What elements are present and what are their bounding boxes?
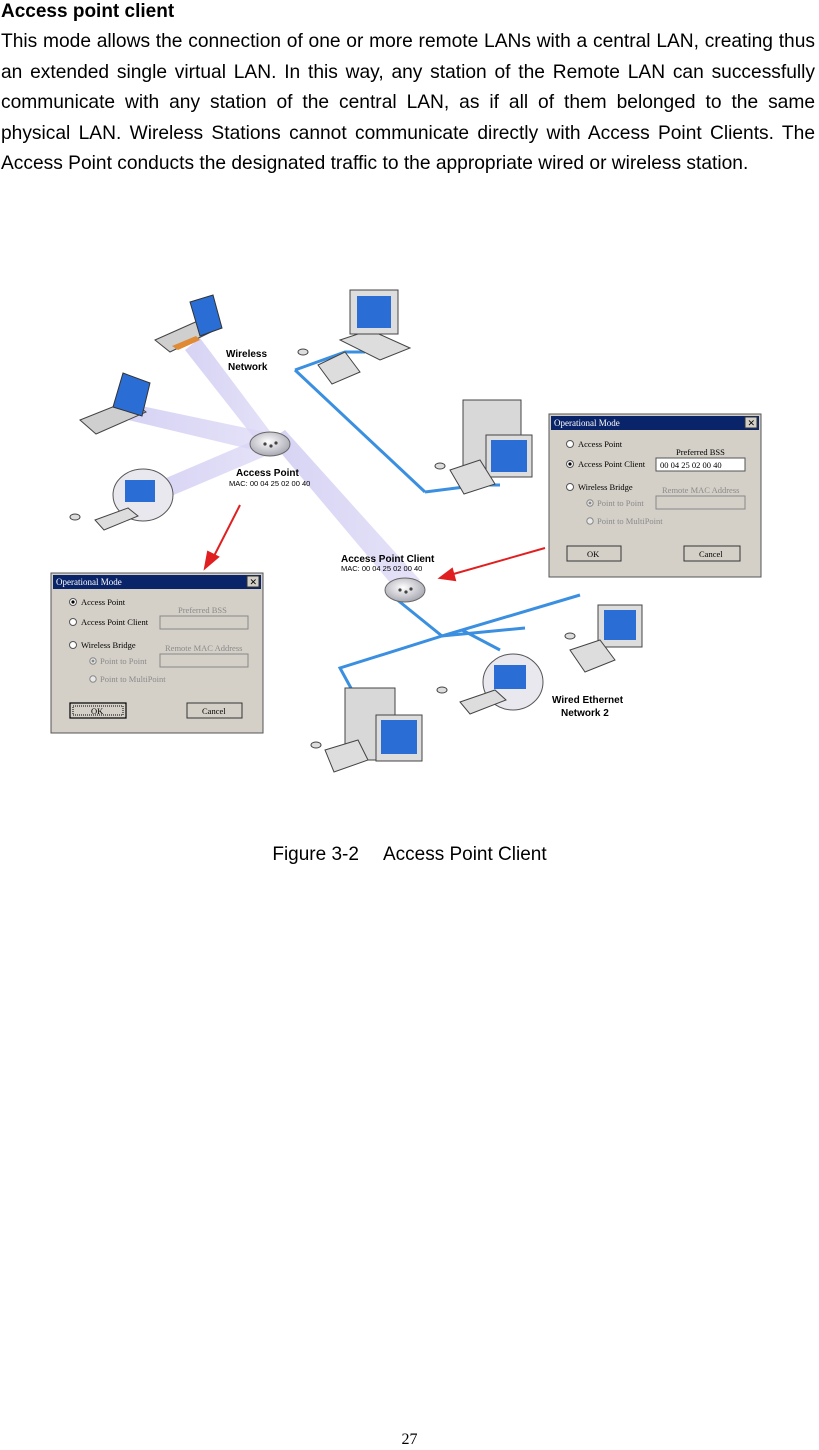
figure-title: Access Point Client [382, 844, 547, 865]
page-number: 27 [401, 1431, 418, 1448]
ok-button[interactable] [69, 702, 127, 719]
close-icon: ✕ [250, 577, 258, 587]
option-label: Point to MultiPoint [100, 674, 166, 684]
close-button[interactable] [744, 416, 758, 429]
access-point-client-label: Access Point Client [341, 554, 435, 565]
close-icon: ✕ [748, 418, 756, 428]
section-heading: Access point client [1, 1, 175, 22]
radio-access-point[interactable] [566, 440, 574, 448]
dialog-title: Operational Mode [554, 418, 620, 428]
remote-mac-label: Remote MAC Address [662, 485, 739, 495]
ok-label: OK [587, 549, 600, 559]
cancel-label: Cancel [699, 549, 723, 559]
option-label: Access Point [81, 597, 126, 607]
option-label: Point to Point [597, 498, 644, 508]
tower-computer-icon [434, 399, 533, 495]
cancel-label: Cancel [202, 706, 226, 716]
dialog-title: Operational Mode [56, 577, 122, 587]
preferred-bss-field[interactable] [159, 615, 249, 630]
operational-mode-dialog-left: Operational Mode ✕ Access Point Access P… [50, 572, 264, 734]
access-point-client-icon [384, 577, 426, 603]
preferred-bss-field[interactable] [655, 457, 746, 472]
option-label: Access Point Client [81, 617, 149, 627]
option-label: Point to MultiPoint [597, 516, 663, 526]
preferred-bss-label: Preferred BSS [178, 605, 227, 615]
desktop-computer-icon [564, 604, 643, 673]
radio-access-point-client[interactable] [69, 618, 77, 626]
option-label: Access Point [578, 439, 623, 449]
radio-wireless-bridge[interactable] [566, 483, 574, 491]
option-label: Wireless Bridge [578, 482, 633, 492]
figure-caption: Figure 3-2 Access Point Client [0, 843, 819, 867]
remote-mac-field[interactable] [159, 653, 249, 668]
preferred-bss-value: 00 04 25 02 00 40 [660, 460, 722, 470]
cancel-button[interactable] [186, 702, 243, 719]
laptop-icon [79, 372, 151, 435]
access-point-icon [249, 431, 291, 457]
option-label: Point to Point [100, 656, 147, 666]
preferred-bss-label: Preferred BSS [676, 447, 725, 457]
wireless-network-label: Wireless [226, 349, 267, 360]
imac-icon [436, 653, 544, 715]
ethernet-lines [293, 350, 581, 691]
wireless-network-label: Network [228, 362, 268, 373]
laptop-icon [154, 294, 223, 353]
radio-wireless-bridge[interactable] [69, 641, 77, 649]
red-arrows [203, 504, 546, 582]
ok-button[interactable] [566, 545, 622, 562]
imac-icon [69, 468, 174, 531]
figure-number: Figure 3-2 [272, 844, 359, 865]
remote-mac-field[interactable] [655, 495, 746, 510]
wired-ethernet-label: Wired Ethernet [552, 695, 624, 706]
access-point-label: Access Point [236, 468, 299, 479]
remote-mac-label: Remote MAC Address [165, 643, 242, 653]
desktop-computer-icon [297, 289, 412, 385]
option-label: Wireless Bridge [81, 640, 136, 650]
wired-ethernet-label: Network 2 [561, 708, 609, 719]
body-paragraph: This mode allows the connection of one o… [1, 31, 815, 174]
access-point-mac-label: MAC: 00 04 25 02 00 40 [229, 479, 310, 488]
radio-point-to-multipoint[interactable] [586, 517, 594, 525]
tower-computer-icon [310, 687, 423, 773]
access-point-client-mac-label: MAC: 00 04 25 02 00 40 [341, 564, 422, 573]
close-button[interactable] [246, 575, 260, 588]
radio-point-to-multipoint[interactable] [89, 675, 97, 683]
ok-label: OK [91, 706, 104, 716]
option-label: Access Point Client [578, 459, 646, 469]
cancel-button[interactable] [683, 545, 741, 562]
network-diagram: Wireless Network Access Point Access Poi… [50, 289, 762, 773]
wireless-beams [128, 338, 420, 592]
operational-mode-dialog-right: Operational Mode ✕ Access Point Access P… [548, 413, 762, 578]
